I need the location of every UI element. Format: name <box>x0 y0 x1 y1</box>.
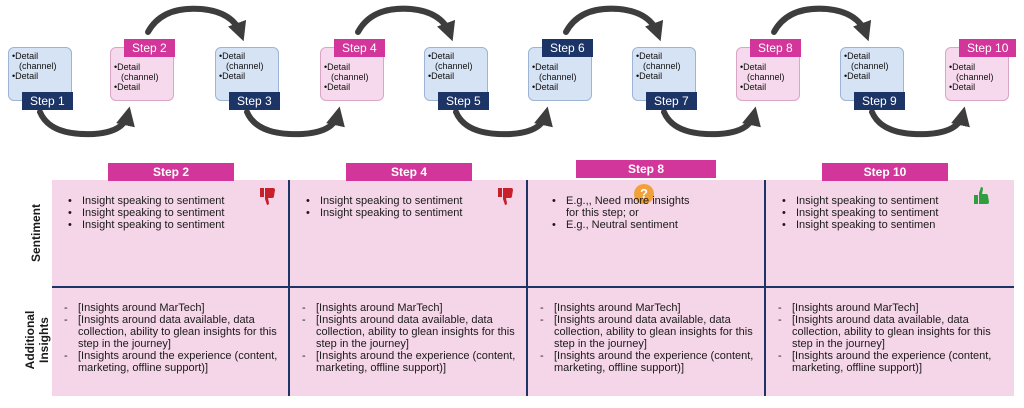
sentiment-list: E.g.,, Need more insights for this step;… <box>548 195 698 231</box>
column-header: Step 4 <box>346 163 472 181</box>
step-detail: (channel) <box>19 61 57 71</box>
insights-list: [Insights around MarTech][Insights aroun… <box>60 302 282 374</box>
insight-item: [Insights around MarTech] <box>774 302 996 314</box>
column-divider <box>288 180 290 396</box>
sentiment-list: Insight speaking to sentimentInsight spe… <box>64 195 260 231</box>
column-header: Step 8 <box>576 160 716 178</box>
step-detail: •Detail <box>532 82 559 92</box>
insight-item: [Insights around data available, data co… <box>536 314 758 350</box>
step-detail: •Detail <box>12 71 39 81</box>
column-header: Step 10 <box>822 163 948 181</box>
insight-item: [Insights around MarTech] <box>536 302 758 314</box>
flow-arrow <box>453 106 553 138</box>
sentiment-item: Insight speaking to sentiment <box>64 207 260 219</box>
insights-list: [Insights around MarTech][Insights aroun… <box>536 302 758 374</box>
flow-arrows <box>37 5 970 138</box>
step-detail: •Detail <box>114 82 141 92</box>
flow-arrow <box>244 106 345 138</box>
flow-arrow <box>145 5 247 42</box>
step-detail: •Detail <box>428 51 455 61</box>
step-detail: (channel) <box>435 61 473 71</box>
step-label: Step 10 <box>959 39 1017 57</box>
insight-item: [Insights around data available, data co… <box>774 314 996 350</box>
step-label: Step 5 <box>438 92 489 110</box>
step-label: Step 6 <box>542 39 593 57</box>
step-label: Step 8 <box>750 39 801 57</box>
step-detail: •Detail <box>949 82 976 92</box>
step-label: Step 2 <box>124 39 175 57</box>
column-divider <box>764 180 766 396</box>
step-detail: (channel) <box>851 61 889 71</box>
step-label: Step 7 <box>646 92 697 110</box>
insight-item: [Insights around the experience (content… <box>774 350 996 374</box>
row-divider <box>52 286 1014 288</box>
column-divider <box>526 180 528 396</box>
insight-item: [Insights around the experience (content… <box>60 350 282 374</box>
insight-item: [Insights around MarTech] <box>60 302 282 314</box>
flow-arrow <box>355 5 456 42</box>
row-label-line: Insights <box>37 317 51 364</box>
step-detail: •Detail <box>12 51 39 61</box>
sentiment-list: Insight speaking to sentimentInsight spe… <box>302 195 498 219</box>
step-detail: •Detail <box>844 51 871 61</box>
step-detail: (channel) <box>331 72 369 82</box>
step-detail: •Detail <box>219 71 246 81</box>
insight-item: [Insights around MarTech] <box>298 302 520 314</box>
step-detail: (channel) <box>643 61 681 71</box>
row-label-line: Additional <box>23 310 37 370</box>
step-detail: (channel) <box>539 72 577 82</box>
step-label: Step 4 <box>334 39 385 57</box>
step-detail: (channel) <box>956 72 994 82</box>
step-detail: (channel) <box>747 72 785 82</box>
flow-arrow <box>37 106 135 138</box>
column-header: Step 2 <box>108 163 234 181</box>
step-detail: •Detail <box>844 71 871 81</box>
step-detail: •Detail <box>949 62 976 72</box>
sentiment-item: Insight speaking to sentiment <box>778 195 974 207</box>
insights-list: [Insights around MarTech][Insights aroun… <box>298 302 520 374</box>
insight-item: [Insights around data available, data co… <box>60 314 282 350</box>
step-detail: •Detail <box>532 62 559 72</box>
sentiment-item: Insight speaking to sentiment <box>64 195 260 207</box>
step-label: Step 3 <box>229 92 280 110</box>
sentiment-item: Insight speaking to sentiment <box>778 207 974 219</box>
step-detail: •Detail <box>428 71 455 81</box>
step-detail: •Detail <box>636 51 663 61</box>
thumbs-down-icon <box>496 186 516 211</box>
step-label: Step 1 <box>22 92 73 110</box>
flow-arrow <box>771 5 872 42</box>
step-detail: •Detail <box>740 82 767 92</box>
step-detail: •Detail <box>324 82 351 92</box>
sentiment-item: Insight speaking to sentiment <box>302 195 498 207</box>
step-detail: (channel) <box>226 61 264 71</box>
insights-list: [Insights around MarTech][Insights aroun… <box>774 302 996 374</box>
sentiment-item: E.g., Neutral sentiment <box>548 219 698 231</box>
insight-item: [Insights around the experience (content… <box>536 350 758 374</box>
step-detail: (channel) <box>121 72 159 82</box>
sentiment-list: Insight speaking to sentimentInsight spe… <box>778 195 974 231</box>
flow-arrow <box>661 106 761 138</box>
step-detail: •Detail <box>740 62 767 72</box>
thumbs-down-icon <box>258 186 278 211</box>
sentiment-item: E.g.,, Need more insights for this step;… <box>548 195 698 219</box>
step-detail: •Detail <box>636 71 663 81</box>
insight-item: [Insights around the experience (content… <box>298 350 520 374</box>
flow-arrow <box>563 5 664 42</box>
sentiment-item: Insight speaking to sentimen <box>778 219 974 231</box>
step-label: Step 9 <box>854 92 905 110</box>
insight-item: [Insights around data available, data co… <box>298 314 520 350</box>
row-label-additional-insights: Additional Insights <box>23 295 51 385</box>
step-detail: •Detail <box>324 62 351 72</box>
sentiment-item: Insight speaking to sentiment <box>302 207 498 219</box>
step-detail: •Detail <box>219 51 246 61</box>
flow-arrow <box>869 106 970 138</box>
thumbs-up-icon <box>972 186 992 211</box>
step-detail: •Detail <box>114 62 141 72</box>
row-label-sentiment: Sentiment <box>29 204 43 263</box>
sentiment-item: Insight speaking to sentiment <box>64 219 260 231</box>
